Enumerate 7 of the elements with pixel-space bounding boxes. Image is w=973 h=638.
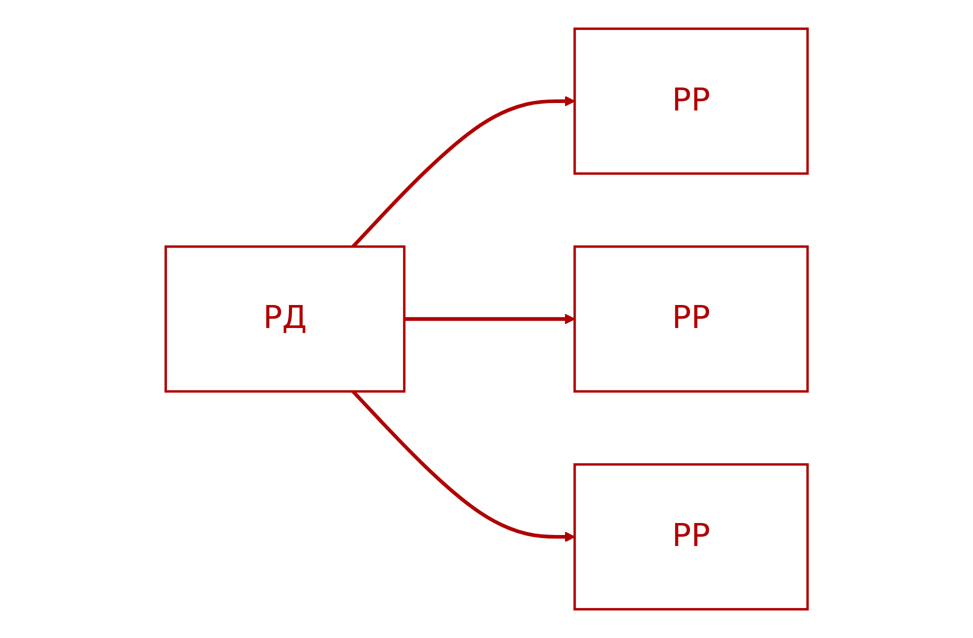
arrow: [404, 314, 575, 324]
node-box: РР: [573, 245, 809, 393]
arrow: [352, 96, 575, 248]
node-box: РР: [573, 463, 809, 610]
node-box: РР: [573, 28, 809, 175]
arrow: [352, 390, 575, 542]
node-box: РД: [164, 245, 406, 393]
